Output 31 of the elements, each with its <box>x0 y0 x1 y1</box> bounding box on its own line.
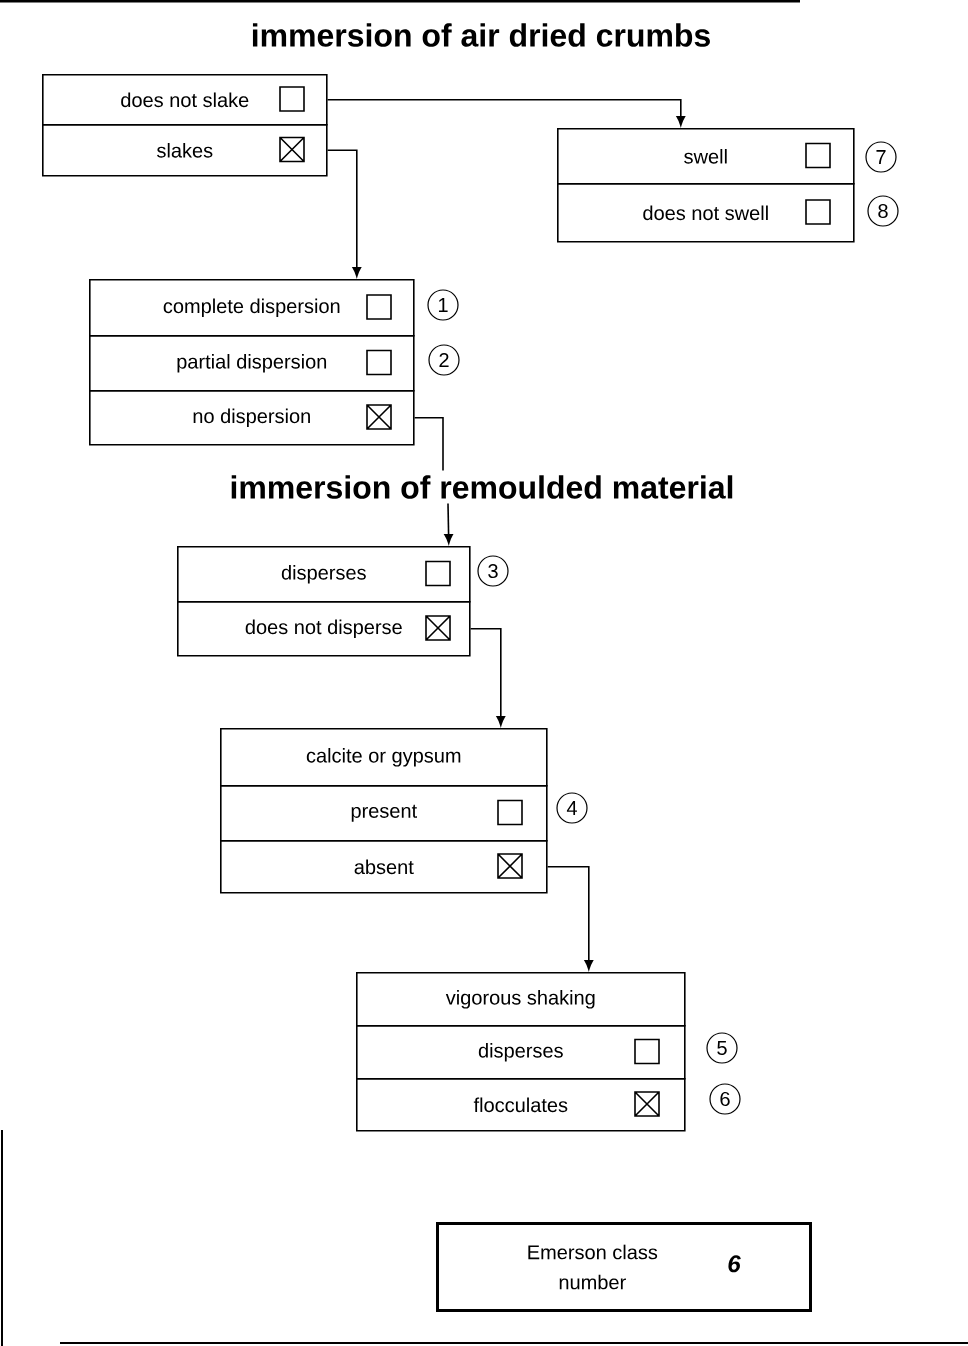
callout-number: 8 <box>867 195 899 227</box>
table-row: complete dispersion <box>89 279 415 337</box>
table-row: does not disperse <box>177 601 471 657</box>
title: immersion of air dried crumbs <box>252 23 710 47</box>
table-row: does not swell <box>557 183 855 243</box>
arrow <box>326 99 686 126</box>
table-row: present <box>220 785 548 842</box>
section-heading: immersion of remoulded material <box>231 475 733 499</box>
callout-number: 4 <box>556 792 588 824</box>
arrow <box>444 502 453 544</box>
table-row: slakes <box>42 124 328 177</box>
table-row: swell <box>557 128 855 185</box>
callout-number: 3 <box>477 555 509 587</box>
table-row: no dispersion <box>89 390 415 446</box>
table-row: partial dispersion <box>89 335 415 392</box>
result-box: Emerson class number 6 <box>436 1222 812 1312</box>
table-row: vigorous shaking <box>356 972 686 1027</box>
table-row: calcite or gypsum <box>220 728 548 787</box>
table-row: does not slake <box>42 74 328 126</box>
callout-number: 5 <box>706 1032 738 1064</box>
callout-number: 6 <box>709 1083 741 1115</box>
table-row: flocculates <box>356 1078 686 1132</box>
table-row: absent <box>220 840 548 894</box>
arrow <box>546 866 594 970</box>
callout-number: 1 <box>427 289 459 321</box>
callout-number: 2 <box>428 344 460 376</box>
callout-number: 7 <box>865 141 897 173</box>
arrow <box>326 149 362 277</box>
table-row: disperses <box>177 546 471 603</box>
arrow <box>469 628 506 726</box>
table-row: disperses <box>356 1025 686 1080</box>
